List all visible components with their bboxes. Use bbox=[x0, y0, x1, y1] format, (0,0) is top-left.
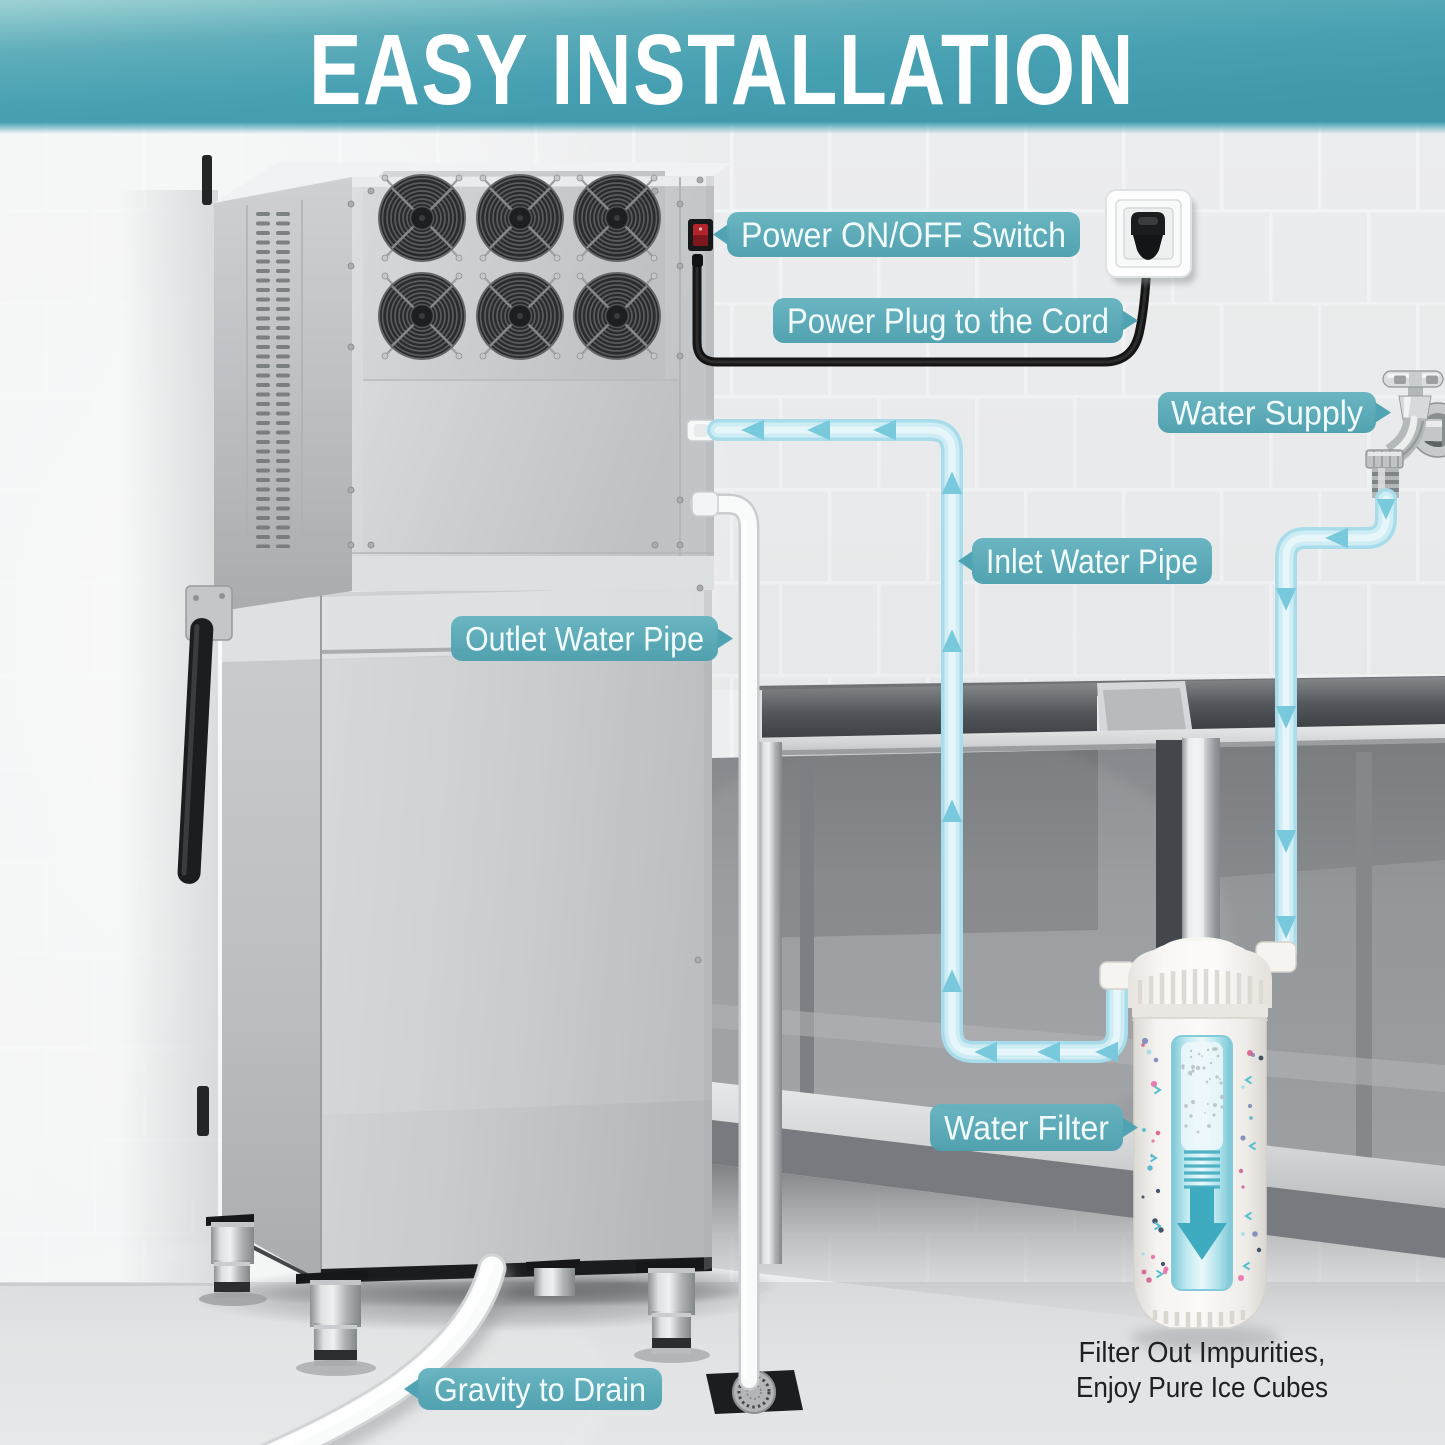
svg-text:Outlet Water Pipe: Outlet Water Pipe bbox=[465, 621, 704, 659]
svg-text:Enjoy Pure Ice Cubes: Enjoy Pure Ice Cubes bbox=[1076, 1372, 1328, 1404]
svg-text:Water Filter: Water Filter bbox=[944, 1110, 1109, 1148]
svg-text:Gravity to Drain: Gravity to Drain bbox=[434, 1371, 646, 1408]
svg-text:EASY INSTALLATION: EASY INSTALLATION bbox=[309, 14, 1135, 126]
svg-text:Inlet Water Pipe: Inlet Water Pipe bbox=[986, 543, 1198, 581]
svg-text:Filter Out Impurities,: Filter Out Impurities, bbox=[1079, 1337, 1326, 1369]
svg-text:Power ON/OFF Switch: Power ON/OFF Switch bbox=[741, 216, 1066, 255]
svg-text:Water Supply: Water Supply bbox=[1171, 395, 1363, 433]
svg-text:Power Plug to the Cord: Power Plug to the Cord bbox=[787, 302, 1109, 341]
